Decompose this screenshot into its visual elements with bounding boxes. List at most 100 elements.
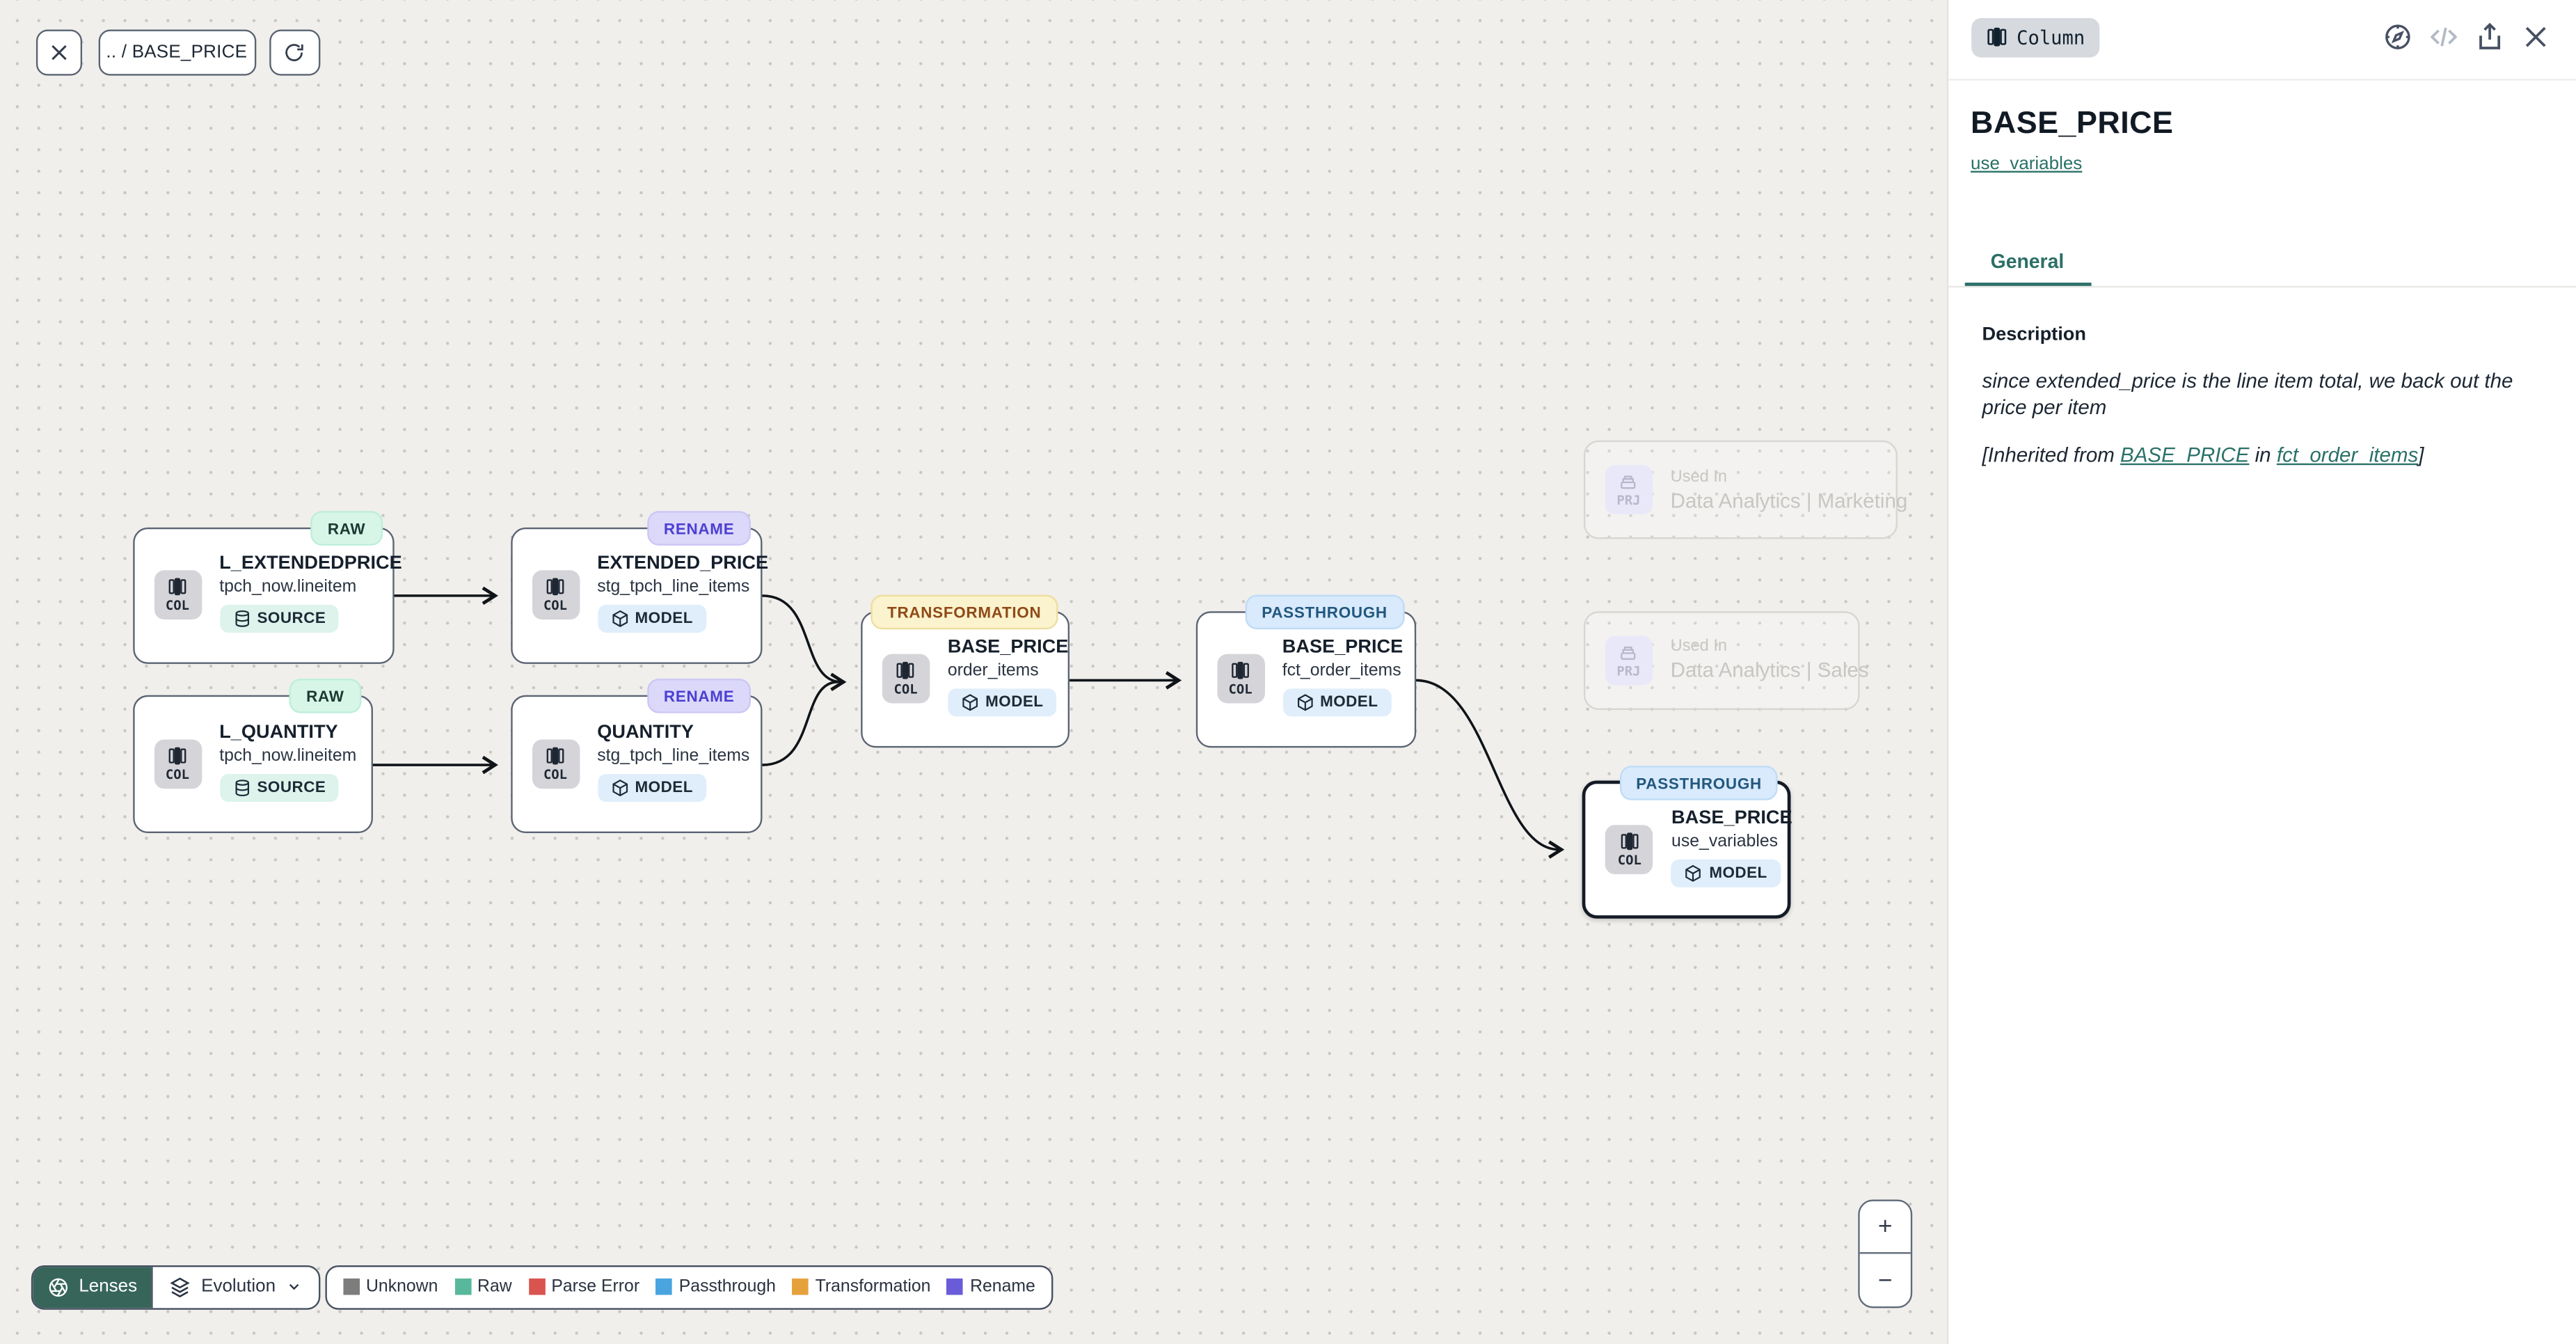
cube-icon <box>612 610 627 627</box>
legend-swatch <box>792 1279 809 1296</box>
column-type-badge: COL <box>531 570 580 620</box>
lineage-node-base-price-order-items[interactable]: TRANSFORMATION COL BASE_PRICE order_item… <box>860 594 1070 748</box>
legend-item-transformation: Transformation <box>792 1277 930 1297</box>
columns-icon <box>897 662 915 680</box>
aperture-icon <box>49 1278 67 1297</box>
zoom-in-button[interactable]: + <box>1859 1201 1911 1255</box>
detail-panel: Column BASE_PRICE use_variables General … <box>1946 0 2576 1344</box>
cube-icon <box>1296 694 1312 712</box>
lineage-node-quantity[interactable]: RENAME COL QUANTITY stg_tpch_line_items … <box>510 679 763 834</box>
code-icon[interactable] <box>2428 22 2460 53</box>
column-type-label: COL <box>893 682 918 697</box>
lenses-button[interactable]: Lenses <box>33 1267 152 1308</box>
node-subtitle: use_variables <box>1671 831 1779 851</box>
legend-item-parse-error: Parse Error <box>528 1277 639 1297</box>
edge-type-tag: PASSTHROUGH <box>1245 594 1404 629</box>
edge-type-tag: RENAME <box>647 679 751 713</box>
edge-type-tag: RAW <box>311 510 382 545</box>
cube-icon <box>962 694 978 712</box>
legend-swatch <box>947 1279 964 1296</box>
project-type-badge: PRJ <box>1605 635 1653 686</box>
model-badge: MODEL <box>1671 859 1781 887</box>
layers-icon <box>170 1277 191 1297</box>
close-panel-icon[interactable] <box>2520 22 2552 53</box>
columns-icon <box>546 578 564 596</box>
lens-selector-dropdown[interactable]: Evolution <box>152 1267 318 1308</box>
columns-icon <box>1987 27 2006 47</box>
edge-type-tag: RENAME <box>647 510 751 545</box>
entity-kind-label: Column <box>2017 25 2085 49</box>
ghost-node-used-in-marketing[interactable]: PRJ Used In Data Analytics | Marketing <box>1583 440 1907 539</box>
project-type-label: PRJ <box>1616 663 1641 679</box>
node-title: L_EXTENDEDPRICE <box>219 553 402 574</box>
columns-icon <box>546 747 564 765</box>
column-type-badge: COL <box>531 739 580 789</box>
column-type-badge: COL <box>882 654 930 704</box>
compass-icon[interactable] <box>2382 22 2413 53</box>
refresh-button[interactable] <box>269 29 320 75</box>
model-badge: MODEL <box>597 774 706 803</box>
node-title: L_QUANTITY <box>219 722 338 743</box>
model-badge: MODEL <box>947 688 1057 718</box>
column-type-label: COL <box>1617 853 1641 868</box>
ghost-node-used-in-sales[interactable]: PRJ Used In Data Analytics | Sales <box>1583 610 1869 710</box>
node-subtitle: stg_tpch_line_items <box>597 576 750 597</box>
zoom-out-button[interactable]: − <box>1877 1266 1893 1295</box>
lineage-node-l-quantity[interactable]: RAW COL L_QUANTITY tpch_now.lineitem SOU… <box>132 679 372 834</box>
page-title: BASE_PRICE <box>1971 106 2174 142</box>
column-type-label: COL <box>543 767 568 782</box>
lenses-control: Lenses Evolution <box>31 1265 320 1309</box>
lens-selected-label: Evolution <box>201 1277 276 1297</box>
edge-type-tag: PASSTHROUGH <box>1619 766 1779 800</box>
inherited-column-link[interactable]: BASE_PRICE <box>2120 443 2250 466</box>
close-lineage-button[interactable] <box>35 29 83 75</box>
node-title: BASE_PRICE <box>1671 808 1792 828</box>
lineage-node-base-price-fct-order-items[interactable]: PASSTHROUGH COL BASE_PRICE fct_order_ite… <box>1195 594 1416 748</box>
lineage-node-base-price-use-variables[interactable]: PASSTHROUGH COL BASE_PRICE use_variables… <box>1582 766 1792 919</box>
node-subtitle: order_items <box>947 661 1039 681</box>
node-title: QUANTITY <box>597 722 694 743</box>
column-type-badge: COL <box>153 739 202 789</box>
database-icon <box>234 610 248 627</box>
share-icon[interactable] <box>2474 22 2506 53</box>
legend-swatch <box>342 1279 360 1296</box>
node-title: BASE_PRICE <box>1282 638 1404 658</box>
source-badge: SOURCE <box>219 604 340 633</box>
model-link[interactable]: use_variables <box>1971 154 2083 175</box>
zoom-controls: + − <box>1858 1199 1913 1309</box>
column-type-label: COL <box>543 598 568 613</box>
legend-item-rename: Rename <box>947 1277 1035 1297</box>
node-subtitle: stg_tpch_line_items <box>597 745 750 766</box>
legend-item-unknown: Unknown <box>342 1277 438 1297</box>
column-type-label: COL <box>1228 682 1253 697</box>
edge-type-tag: TRANSFORMATION <box>870 594 1058 629</box>
columns-icon <box>1232 662 1249 680</box>
model-badge: MODEL <box>1282 688 1392 718</box>
chevron-down-icon <box>289 1284 299 1290</box>
edge-type-legend: Unknown Raw Parse Error Passthrough Tran… <box>324 1265 1054 1309</box>
project-stack-icon <box>1621 646 1637 660</box>
inherited-model-link[interactable]: fct_order_items <box>2276 443 2419 466</box>
columns-icon <box>168 747 186 765</box>
database-icon <box>234 780 248 797</box>
source-badge: SOURCE <box>219 774 340 803</box>
refresh-icon <box>285 43 303 61</box>
ghost-node-caption: Used In <box>1670 467 1728 486</box>
column-type-badge: COL <box>1216 654 1264 704</box>
breadcrumb[interactable]: .. / BASE_PRICE <box>97 29 256 75</box>
node-subtitle: tpch_now.lineitem <box>219 576 357 597</box>
cube-icon <box>612 780 627 797</box>
tab-general[interactable]: General <box>1964 238 2091 286</box>
breadcrumb-label: .. / BASE_PRICE <box>106 42 248 62</box>
lineage-node-extended-price[interactable]: RENAME COL EXTENDED_PRICE stg_tpch_line_… <box>510 510 768 663</box>
project-type-label: PRJ <box>1616 493 1641 508</box>
inherited-note: [Inherited from BASE_PRICE in fct_order_… <box>1982 443 2424 466</box>
column-type-badge: COL <box>1605 825 1654 875</box>
entity-kind-badge: Column <box>1971 17 2100 57</box>
description-label: Description <box>1982 325 2086 345</box>
model-badge: MODEL <box>597 604 706 633</box>
legend-swatch <box>528 1279 545 1296</box>
lineage-node-l-extendedprice[interactable]: RAW COL L_EXTENDEDPRICE tpch_now.lineite… <box>132 510 402 663</box>
